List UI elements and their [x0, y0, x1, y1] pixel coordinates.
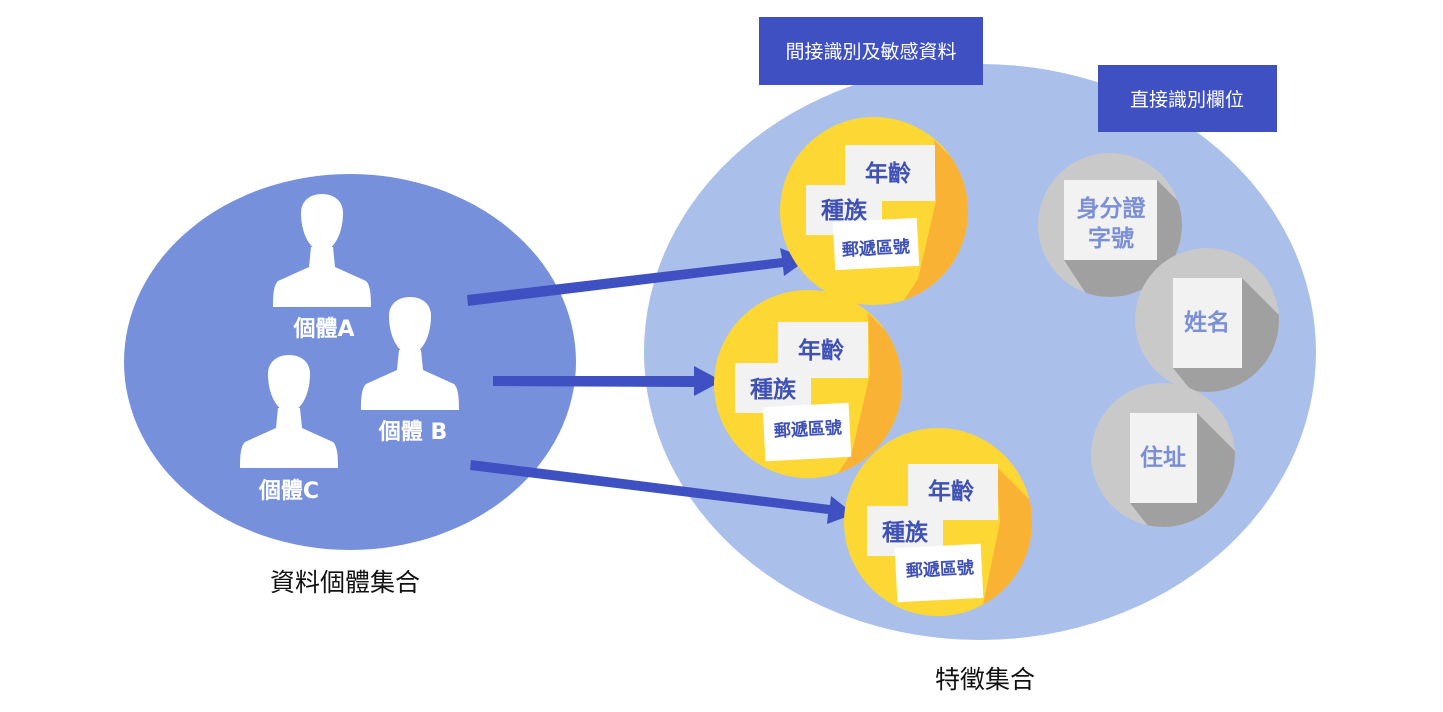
ethnicity-label: 種族: [821, 197, 868, 224]
ethnicity-label: 種族: [750, 376, 797, 403]
direct-field-address: 住址: [1091, 383, 1235, 527]
feature-set-caption: 特徵集合: [935, 665, 1035, 694]
direct-identifier-label: 直接識別欄位: [1130, 89, 1244, 111]
indirect-sensitive-label: 間接識別及敏感資料: [785, 41, 956, 63]
individuals-set-caption: 資料個體集合: [270, 568, 420, 597]
person-label: 個體A: [292, 316, 354, 342]
indirect-sensitive-box: [759, 17, 983, 85]
ethnicity-card: [735, 363, 811, 413]
individuals-set-ellipse: [124, 174, 576, 550]
direct-field-id-number: 身分證 字號: [1038, 153, 1182, 297]
postal-card: [832, 217, 920, 271]
person-silhouette-icon: [361, 297, 459, 410]
direct-identifier-box: [1098, 65, 1277, 132]
person-label: 個體 B: [378, 419, 447, 445]
direct-field-label: 字號: [1088, 225, 1134, 252]
person-label: 個體C: [258, 478, 319, 504]
direct-field-label: 身分證: [1077, 195, 1147, 222]
postal-card: [762, 402, 852, 462]
mapping-arrow: [467, 248, 808, 306]
direct-field-label: 住址: [1140, 444, 1186, 471]
age-label: 年齡: [798, 337, 844, 364]
mapping-arrow: [493, 366, 722, 396]
indirect-feature-cluster: 年齡 種族 郵遞區號: [780, 117, 968, 305]
postal-label: 郵遞區號: [773, 417, 842, 442]
age-label: 年齡: [928, 478, 974, 505]
age-label: 年齡: [865, 160, 911, 187]
postal-card: [894, 543, 984, 603]
indirect-feature-cluster: 年齡 種族 郵遞區號: [714, 290, 902, 478]
postal-label: 郵遞區號: [905, 557, 974, 582]
ethnicity-label: 種族: [882, 519, 929, 546]
mapping-arrow: [470, 460, 854, 524]
person-silhouette-icon: [273, 194, 371, 307]
direct-field-label: 姓名: [1184, 309, 1230, 336]
person-silhouette-icon: [240, 355, 338, 468]
postal-label: 郵遞區號: [841, 236, 910, 261]
